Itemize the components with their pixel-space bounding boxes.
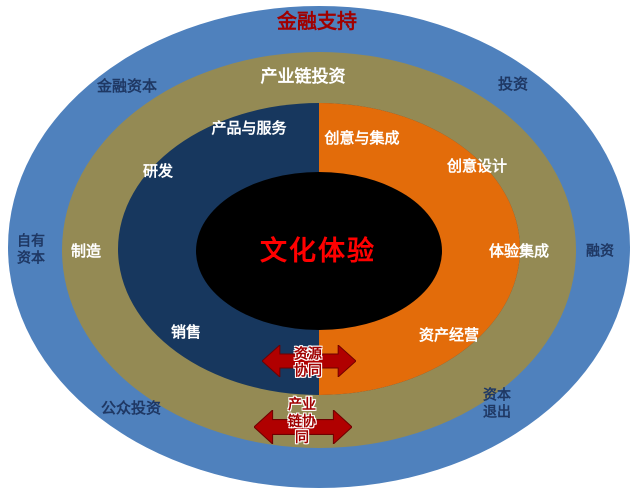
- label-finance-capital: 金融资本: [96, 78, 158, 96]
- label-manufacturing: 制造: [70, 243, 102, 261]
- label-resource-synergy: 资源 协同: [294, 345, 322, 378]
- label-creative-design: 创意设计: [446, 158, 508, 176]
- label-sales: 销售: [170, 324, 202, 342]
- double-arrow-icon: [262, 345, 356, 377]
- label-creative-integration: 创意与集成: [324, 130, 400, 148]
- core-black-ellipse: [196, 172, 442, 330]
- label-financing: 融资: [586, 242, 614, 259]
- investment-ring-title: 产业链投资: [260, 66, 346, 86]
- label-research-development: 研发: [142, 163, 174, 181]
- label-asset-operation: 资产经营: [418, 327, 480, 345]
- label-experience-integration: 体验集成: [488, 243, 550, 261]
- label-invest: 投资: [497, 76, 529, 94]
- inner-split-ring: [118, 103, 520, 395]
- label-products-services: 产品与服务: [211, 120, 287, 138]
- label-industry-chain-synergy: 产业 链协 同: [288, 396, 316, 446]
- center-label: 文化体验: [260, 236, 376, 267]
- label-own-capital: 自有 资本: [17, 232, 45, 265]
- label-public-investment: 公众投资: [100, 400, 162, 418]
- double-arrow-icon: [254, 410, 352, 444]
- outer-ring-title: 金融支持: [277, 11, 357, 34]
- label-capital-exit: 资本 退出: [483, 386, 511, 419]
